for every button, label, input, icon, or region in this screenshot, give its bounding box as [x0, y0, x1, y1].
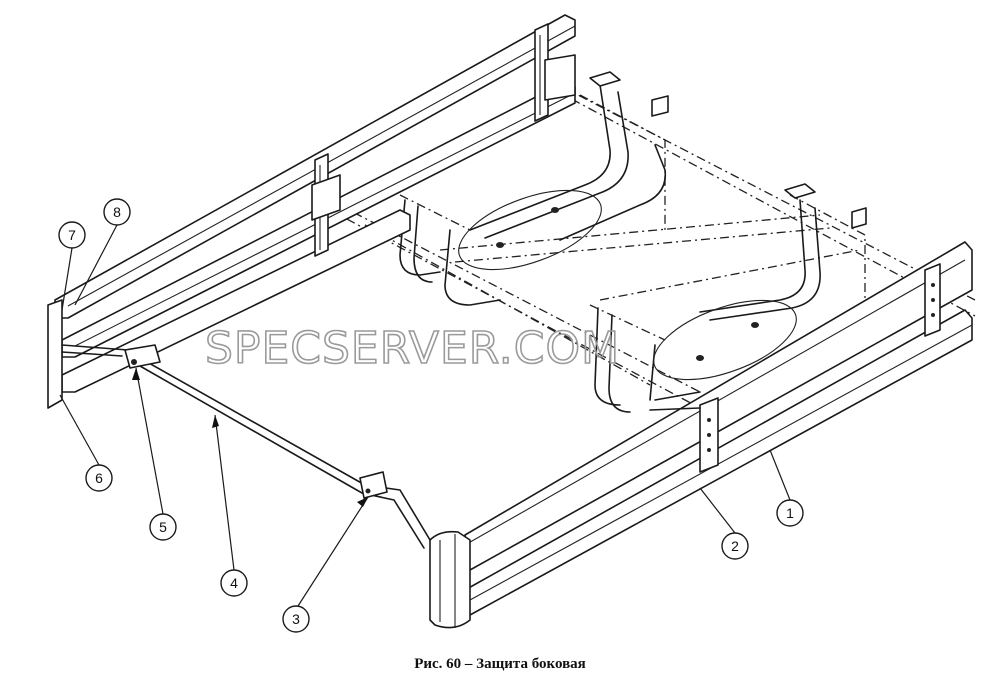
callout-5: 5: [149, 513, 177, 541]
figure-caption: Рис. 60 – Защита боковая: [414, 656, 586, 672]
svg-text:1: 1: [786, 505, 794, 521]
svg-text:7: 7: [68, 227, 76, 243]
svg-text:5: 5: [159, 519, 167, 535]
callout-2: 2: [721, 532, 749, 560]
svg-text:6: 6: [95, 470, 103, 486]
watermark-text: SPECSERVER.COM: [205, 323, 620, 374]
callout-3: 3: [282, 605, 310, 633]
svg-text:2: 2: [731, 538, 739, 554]
callout-4: 4: [220, 569, 248, 597]
right-side-guard: [429, 241, 973, 629]
side-protection-drawing: 1 2 3 4 5 6 7 8 SPECSERVER.COM: [47, 14, 976, 633]
tank-supports: [399, 71, 867, 413]
callout-6: 6: [85, 464, 113, 492]
callout-leaders: [59, 224, 791, 607]
connecting-rod: [124, 344, 431, 549]
svg-text:4: 4: [230, 575, 238, 591]
callout-8: 8: [103, 198, 131, 226]
svg-text:8: 8: [113, 204, 121, 220]
callout-7: 7: [58, 221, 86, 249]
svg-text:3: 3: [292, 611, 300, 627]
callout-1: 1: [776, 499, 804, 527]
fuel-tanks: [458, 189, 797, 381]
